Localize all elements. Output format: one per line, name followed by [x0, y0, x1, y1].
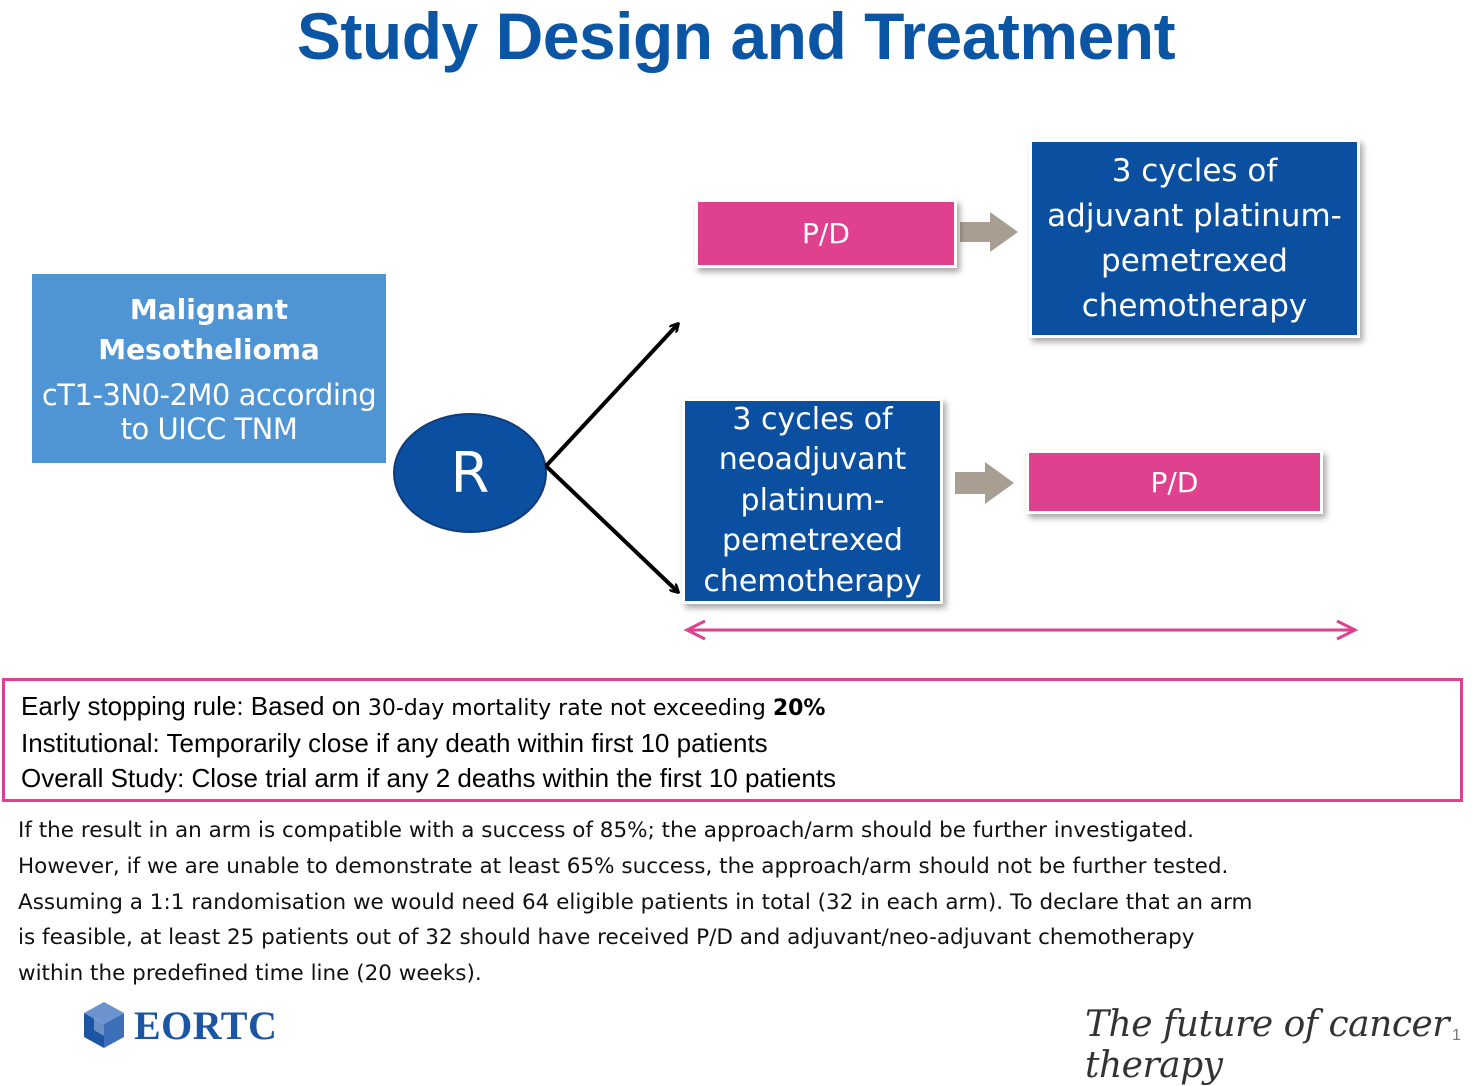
arm2-surgery-box: P/D	[1026, 450, 1323, 514]
slide-title: Study Design and Treatment	[296, 0, 1176, 73]
arm1-chemo-line: chemotherapy	[1081, 287, 1308, 324]
arm2-chemo-line: chemotherapy	[703, 563, 922, 599]
population-title-line2: Mesothelioma	[98, 332, 320, 366]
population-box: Malignant Mesothelioma cT1-3N0-2M0 accor…	[32, 274, 386, 463]
arm1-surgery-box: P/D	[695, 199, 957, 268]
arrow-to-arm1	[544, 324, 678, 468]
arrow-to-arm2	[544, 464, 678, 592]
stopping-rules-box: Early stopping rule: Based on 30-day mor…	[2, 678, 1463, 802]
gray-arrow-arm2	[955, 462, 1014, 504]
eortc-cube-icon	[84, 1002, 124, 1048]
gray-arrow-arm1	[960, 212, 1018, 252]
arm2-chemo-line: neoadjuvant	[718, 442, 907, 478]
arm1-chemo-box: 3 cycles of adjuvant platinum- pemetrexe…	[1029, 139, 1360, 338]
arm1-chemo-line: adjuvant platinum-	[1047, 197, 1342, 234]
note-line: If the result in an arm is compatible wi…	[18, 818, 1194, 843]
diagram-arrows	[544, 212, 1359, 641]
eortc-logo: EORTC	[80, 1000, 277, 1050]
arm2-chemo-box: 3 cycles of neoadjuvant platinum- pemetr…	[682, 398, 943, 604]
page-number: 1	[1452, 1027, 1461, 1044]
stopping-rule-line3: Overall Study: Close trial arm if any 2 …	[21, 763, 837, 793]
randomization-node: R	[393, 413, 547, 533]
statistics-notes: If the result in an arm is compatible wi…	[18, 813, 1458, 992]
timeline-double-arrow	[683, 619, 1359, 641]
stopping-rule-line2: Institutional: Temporarily close if any …	[21, 728, 768, 758]
arm1-chemo-line: 3 cycles of	[1111, 152, 1278, 189]
stopping-rule-line1: Early stopping rule: Based on 30-day mor…	[21, 691, 826, 721]
population-stage-line1: cT1-3N0-2M0 according	[41, 377, 377, 412]
note-line: Assuming a 1:1 randomisation we would ne…	[18, 889, 1253, 915]
arm2-chemo-line: pemetrexed	[722, 523, 903, 559]
population-title-line1: Malignant	[129, 292, 289, 326]
note-line: However, if we are unable to demonstrate…	[18, 853, 1229, 879]
arm2-chemo-line: platinum-	[740, 482, 885, 518]
note-line: within the predefined time line (20 week…	[18, 961, 482, 987]
eortc-logo-text: EORTC	[134, 1002, 278, 1048]
tagline: The future of cancer therapy	[1085, 1004, 1450, 1086]
arm1-chemo-line: pemetrexed	[1101, 242, 1288, 279]
arm2-chemo-line: 3 cycles of	[732, 401, 893, 437]
note-line: is feasible, at least 25 patients out of…	[18, 925, 1195, 951]
population-stage-line2: to UICC TNM	[120, 411, 298, 446]
